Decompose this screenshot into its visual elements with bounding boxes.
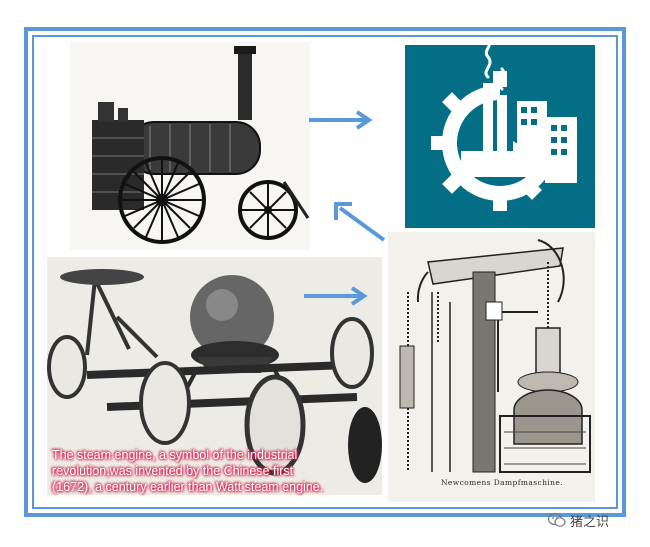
watermark-text: 猪之识 [570, 514, 610, 530]
caption: The steam engine, a symbol of the indust… [52, 447, 352, 495]
arrow-down-left-icon [334, 202, 386, 242]
newcomen-engine-image [388, 232, 595, 502]
arrow-right-icon [309, 110, 373, 130]
caption-line: The steam engine, a symbol of the indust… [52, 448, 298, 462]
factory-gear-icon [405, 45, 595, 228]
arrow-right-icon [304, 286, 368, 306]
steam-locomotive-image [70, 42, 310, 250]
newcomen-label: Newcomens Dampfmaschine. [440, 478, 564, 487]
caption-line: (1672), a century earlier than Watt stea… [52, 480, 324, 494]
caption-line: revolution,was invented by the Chinese f… [52, 464, 294, 478]
steam-cart-image [47, 257, 382, 495]
watermark: 猪之识 [548, 510, 609, 530]
wechat-icon [548, 512, 566, 527]
